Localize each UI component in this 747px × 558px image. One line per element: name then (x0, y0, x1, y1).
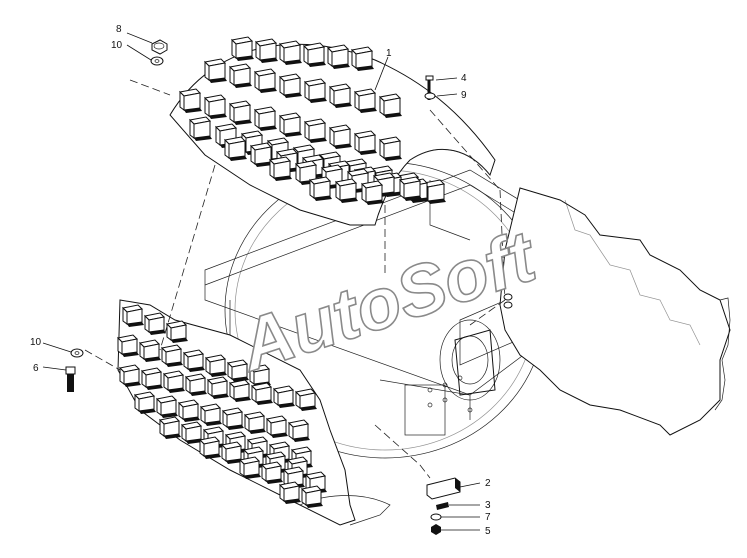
padfoot-lug (287, 419, 310, 442)
callout-2: 2 (485, 478, 491, 489)
padfoot-lug (300, 485, 323, 508)
callout-3: 3 (485, 500, 491, 511)
drum-hub (439, 319, 501, 401)
padfoot-lug (254, 38, 278, 63)
padfoot-lug (272, 385, 295, 408)
padfoot-lug (203, 94, 227, 119)
padfoot-lug (160, 344, 183, 367)
bolt-item-3 (436, 502, 449, 510)
padfoot-lug (162, 370, 185, 393)
washer-item-9 (424, 92, 436, 100)
padfoot-lug (278, 40, 302, 65)
padfoot-lug (223, 136, 247, 161)
padfoot-lug (155, 395, 178, 418)
padfoot-lug (249, 142, 273, 167)
padfoot-lug (177, 399, 200, 422)
padfoot-lug (184, 373, 207, 396)
callout-4: 4 (461, 73, 467, 84)
padfoot-lug (308, 176, 332, 201)
padfoot-lug (238, 456, 261, 479)
padfoot-lug (220, 441, 243, 464)
callout-8: 8 (116, 24, 122, 35)
padfoot-lug (230, 36, 254, 61)
padfoot-lug (140, 367, 163, 390)
padfoot-lug (378, 136, 402, 161)
padfoot-lug (294, 388, 317, 411)
callout-9: 9 (461, 90, 467, 101)
leader-lines (42, 32, 481, 531)
padfoot-lug (116, 334, 139, 357)
callout-10-top: 10 (111, 40, 123, 51)
padfoot-lug (188, 116, 212, 141)
padfoot-lug (206, 376, 229, 399)
bolt-item-6 (65, 366, 76, 392)
padfoot-lug (204, 354, 227, 377)
padfoot-lug (265, 415, 288, 438)
padfoot-lug (138, 339, 161, 362)
callout-7: 7 (485, 512, 491, 523)
watermark: AutoSoft (229, 216, 548, 388)
callout-1: 1 (386, 48, 392, 59)
alignment-lines (84, 79, 506, 479)
padfoot-lug (198, 436, 221, 459)
padfoot-lug (260, 461, 283, 484)
padfoot-lug (378, 93, 402, 118)
washer-item-7 (430, 513, 442, 521)
padfoot-lug (165, 320, 188, 343)
washer-item-10-left (70, 348, 84, 358)
padfoot-lug (350, 46, 374, 71)
padfoot-lug (328, 83, 352, 108)
padfoot-lug (303, 78, 327, 103)
padfoot-lug (118, 364, 141, 387)
padfoot-lug (326, 44, 350, 69)
padfoot-lug (360, 180, 384, 205)
lower-lug-array (116, 304, 327, 508)
padfoot-lug (203, 58, 227, 83)
padfoot-lug (268, 156, 292, 181)
padfoot-lug (180, 421, 203, 444)
padfoot-lug (228, 100, 252, 125)
padfoot-lug (278, 112, 302, 137)
frame-nuts (503, 293, 513, 309)
padfoot-lug (398, 176, 422, 201)
padfoot-lug (228, 379, 251, 402)
padfoot-lug (278, 73, 302, 98)
washer-item-10-top (150, 56, 164, 66)
padfoot-lug (243, 411, 266, 434)
padfoot-lug (334, 178, 358, 203)
upper-lug-array (178, 36, 446, 205)
nut-item-5 (431, 524, 441, 535)
nut-item-8 (151, 39, 168, 55)
padfoot-lug (303, 118, 327, 143)
padfoot-lug (353, 88, 377, 113)
padfoot-lug (178, 88, 202, 113)
padfoot-lug (226, 359, 249, 382)
padfoot-lug (278, 481, 301, 504)
padfoot-lug (253, 68, 277, 93)
padfoot-lug (158, 416, 181, 439)
callout-10-left: 10 (30, 337, 42, 348)
padfoot-lug (302, 42, 326, 67)
block-item-2 (426, 477, 461, 500)
callout-5: 5 (485, 526, 491, 537)
padfoot-lug (282, 466, 305, 489)
padfoot-lug (133, 391, 156, 414)
padfoot-lug (221, 407, 244, 430)
padfoot-lug (353, 130, 377, 155)
right-cover-plate (499, 187, 731, 436)
padfoot-lug (228, 63, 252, 88)
padfoot-lug (182, 349, 205, 372)
callout-labels: 8 10 1 4 9 10 6 2 3 7 5 (30, 24, 491, 537)
padfoot-lug (143, 312, 166, 335)
padfoot-lug (250, 382, 273, 405)
callout-6: 6 (33, 363, 39, 374)
padfoot-lug (253, 106, 277, 131)
padfoot-lug (328, 124, 352, 149)
padfoot-lug (199, 403, 222, 426)
padfoot-lug (121, 304, 144, 327)
